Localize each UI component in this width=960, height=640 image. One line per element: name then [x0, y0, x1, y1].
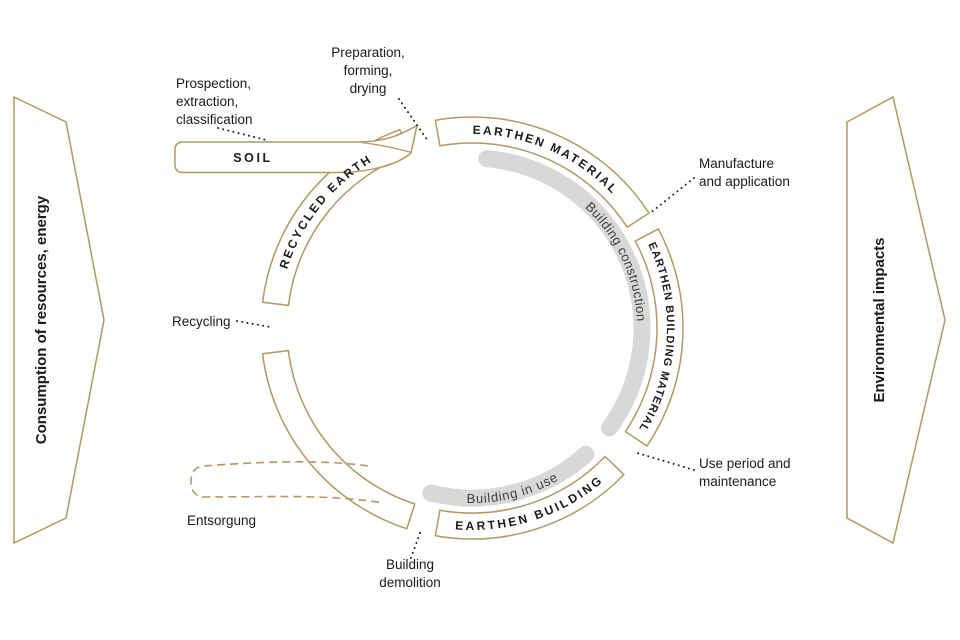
manufacture-leader-line	[648, 177, 695, 215]
use-period-line-2: maintenance	[699, 474, 776, 489]
demolition-label: Building demolition	[379, 557, 441, 590]
earthen-building-segment	[434, 455, 625, 540]
earthen-building-material-segment	[624, 228, 684, 447]
consumption-banner-label: Consumption of resources, energy	[33, 195, 50, 444]
prospection-line-1: Prospection,	[176, 76, 251, 91]
manufacture-label: Manufacture and application	[699, 156, 790, 189]
preparation-line-3: drying	[350, 81, 387, 96]
recycling-label: Recycling	[172, 314, 231, 329]
prospection-line-2: extraction,	[176, 94, 238, 109]
building-in-use-arc	[422, 445, 595, 507]
environmental-banner-shape	[846, 95, 946, 545]
demolition-line-1: Building	[386, 557, 434, 572]
earthen-material-segment	[434, 116, 650, 228]
entsorgung-label: Entsorgung	[187, 513, 256, 528]
use-period-leader-line	[633, 451, 695, 471]
soil-ribbon-fold-line	[361, 141, 412, 154]
recycling-leader-line	[236, 320, 271, 328]
demolition-leader-line	[410, 529, 422, 559]
use-period-line-1: Use period and	[699, 456, 791, 471]
soil-label: SOIL	[233, 151, 273, 165]
soil-ribbon	[174, 124, 418, 174]
building-construction-arc	[478, 150, 651, 437]
prospection-line-3: classification	[176, 112, 253, 127]
preparation-line-2: forming,	[344, 63, 393, 78]
lower-left-segment	[261, 349, 416, 530]
entsorgung-dashed-ribbon	[190, 461, 384, 504]
recycled-earth-segment	[261, 128, 410, 307]
use-period-label: Use period and maintenance	[699, 456, 791, 489]
preparation-line-1: Preparation,	[331, 45, 405, 60]
demolition-line-2: demolition	[379, 575, 441, 590]
consumption-banner-shape	[13, 95, 105, 545]
manufacture-line-2: and application	[699, 174, 790, 189]
manufacture-line-1: Manufacture	[699, 156, 774, 171]
prospection-label: Prospection, extraction, classification	[176, 76, 253, 127]
preparation-label: Preparation, forming, drying	[331, 45, 405, 96]
environmental-banner-label: Environmental impacts	[871, 237, 888, 402]
prospection-leader-line	[217, 127, 267, 141]
preparation-leader-line	[398, 98, 429, 142]
